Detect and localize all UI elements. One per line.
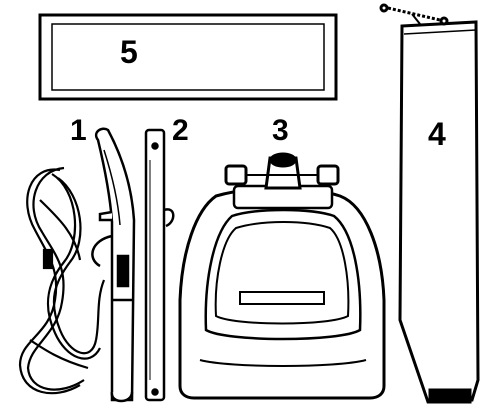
part-5-number: 5: [120, 36, 138, 68]
part-5-box: [40, 15, 336, 99]
part-4-dust-bag: [381, 5, 478, 402]
part-1-power-cord: [20, 168, 104, 393]
part-2-number: 2: [172, 116, 189, 146]
part-1-upper-handle: [92, 129, 134, 401]
part-3-vacuum-base: [180, 154, 384, 398]
part-4-number: 4: [428, 118, 446, 150]
part-2-lower-handle: [146, 130, 173, 400]
part-1-number: 1: [70, 116, 87, 146]
part-3-number: 3: [272, 116, 289, 146]
